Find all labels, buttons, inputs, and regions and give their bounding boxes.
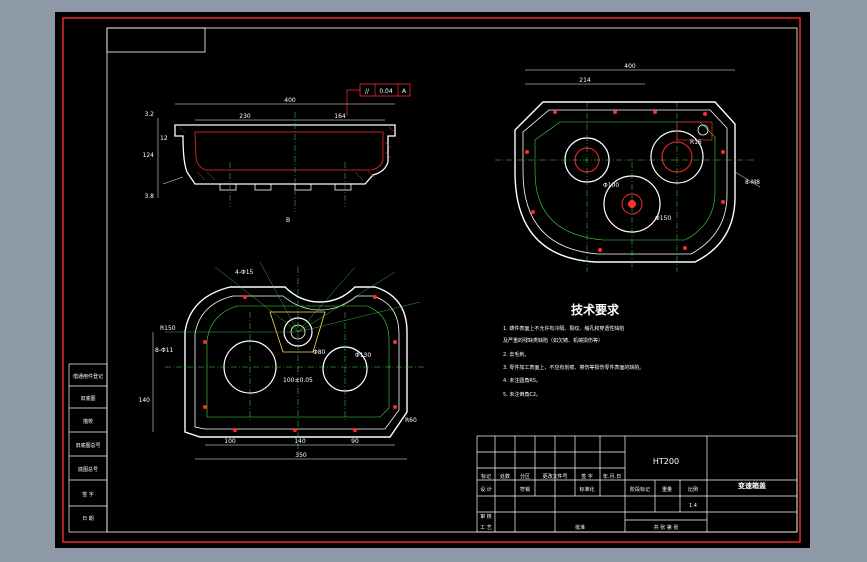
dim-left-v3: 12 <box>160 135 168 142</box>
label-r60: R60 <box>405 417 417 424</box>
tech-title: 技术要求 <box>571 302 620 317</box>
dim-bottom-center-tol: 100±0.05 <box>283 377 313 384</box>
dim-plan-total: 400 <box>624 63 636 70</box>
dim-section-total: 400 <box>284 97 296 104</box>
row2r-0: 阶段标记 <box>630 486 650 493</box>
tech-line-4: 4. 未注圆角R5。 <box>503 377 541 384</box>
dim-left-v4: 124 <box>143 152 155 159</box>
dim-bottom-b: 140 <box>294 438 306 445</box>
hdr-3: 更改文件号 <box>542 473 567 480</box>
tech-requirements: 技术要求 1. 铸件表面上不允许有冷隔、裂纹、缩孔和穿透性缺陷 及严重的残缺类缺… <box>503 302 644 398</box>
dim-section-a: 230 <box>239 113 251 120</box>
hdr-2: 分区 <box>520 473 530 480</box>
side-label-column: 借通用件登记 旧底图 描校 旧底图总号 底图总号 签 字 日 期 <box>68 363 108 533</box>
side-label-1: 旧底图 <box>80 395 95 402</box>
label-d150: Φ150 <box>655 215 671 222</box>
side-label-3: 旧底图总号 <box>75 442 100 449</box>
dim-bottom-left-v: 140 <box>139 397 151 404</box>
cad-drawing: 借通用件登记 旧底图 描校 旧底图总号 底图总号 签 字 日 期 400 230… <box>62 17 801 543</box>
tolerance-value: 0.04 <box>379 88 393 95</box>
tech-line-0: 1. 铸件表面上不允许有冷隔、裂纹、缩孔和穿透性缺陷 <box>503 325 624 332</box>
bottom-view: 100 140 90 350 140 100±0.05 R150 4-Φ15 8… <box>139 261 425 460</box>
label-holes-a: 4-Φ15 <box>235 269 254 276</box>
dim-bottom-total: 350 <box>295 452 307 459</box>
label-r15: R15 <box>690 139 702 146</box>
row3-0: 审 核 <box>480 513 492 520</box>
label-r150: R150 <box>160 325 176 332</box>
dim-bottom-c: 90 <box>351 438 359 445</box>
row2-2: 标准化 <box>579 486 594 493</box>
side-label-6: 日 期 <box>82 516 94 522</box>
tech-line-2: 2. 去毛刺。 <box>503 351 529 358</box>
hdr-5: 年.月.日 <box>603 473 621 480</box>
part-name: 变速箱盖 <box>738 481 766 490</box>
title-block <box>476 435 798 533</box>
row4-1: 批准 <box>575 524 585 531</box>
dim-left-v2: 3.8 <box>144 193 154 200</box>
tech-line-5: 5. 未注倒角C2。 <box>503 391 541 398</box>
dim-section-b: 164 <box>334 113 346 120</box>
sheet-text: 共 张 第 张 <box>654 524 679 531</box>
side-label-0: 借通用件登记 <box>73 373 103 380</box>
section-view: 400 230 164 // 0.04 A <box>143 83 411 224</box>
drawing-viewport[interactable]: 借通用件登记 旧底图 描校 旧底图总号 底图总号 签 字 日 期 400 230… <box>55 12 810 548</box>
dim-plan-a: 214 <box>579 77 591 84</box>
dim-bottom-a: 100 <box>224 438 236 445</box>
row2-0: 设 计 <box>480 486 492 493</box>
inner-frame <box>106 27 798 533</box>
scale-value: 1.4 <box>689 503 697 509</box>
label-d100: Φ100 <box>603 182 619 189</box>
side-label-5: 签 字 <box>82 491 94 498</box>
row4-0: 工 艺 <box>480 525 492 531</box>
title-block-text: HT200 变速箱盖 标记 处数 分区 更改文件号 签 字 年.月.日 设 计 … <box>480 457 766 531</box>
tech-line-3: 3. 零件加工表面上，不应有划痕、擦伤等损伤零件表面的缺陷。 <box>503 364 644 371</box>
hdr-0: 标记 <box>481 473 491 480</box>
sheet-border <box>62 17 801 543</box>
hdr-4: 签 字 <box>581 473 593 480</box>
hdr-1: 处数 <box>500 473 510 480</box>
label-d130: Φ130 <box>355 352 371 359</box>
label-b: B <box>286 217 290 224</box>
row2-1: 符锡 <box>520 486 530 493</box>
side-label-2: 描校 <box>83 418 93 425</box>
label-d80: Φ80 <box>313 349 326 356</box>
side-label-4: 底图总号 <box>78 466 98 473</box>
tolerance-frame <box>359 83 411 97</box>
tolerance-datum: A <box>402 88 407 95</box>
material-label: HT200 <box>653 457 679 466</box>
row2r-2: 比例 <box>688 486 698 493</box>
dim-left-v1: 3.2 <box>144 111 154 118</box>
plan-view: 400 214 8-M8 Φ100 Φ150 R15 <box>495 63 760 272</box>
row2r-1: 重量 <box>662 486 672 493</box>
label-holes-b: 8-Φ11 <box>155 347 174 354</box>
corner-box <box>106 27 206 53</box>
label-holes-c: 8-M8 <box>745 179 760 186</box>
tolerance-symbol: // <box>365 88 370 95</box>
tech-line-1: 及严重的残缺类缺陷（如欠铸、机械损伤等） <box>503 337 603 344</box>
